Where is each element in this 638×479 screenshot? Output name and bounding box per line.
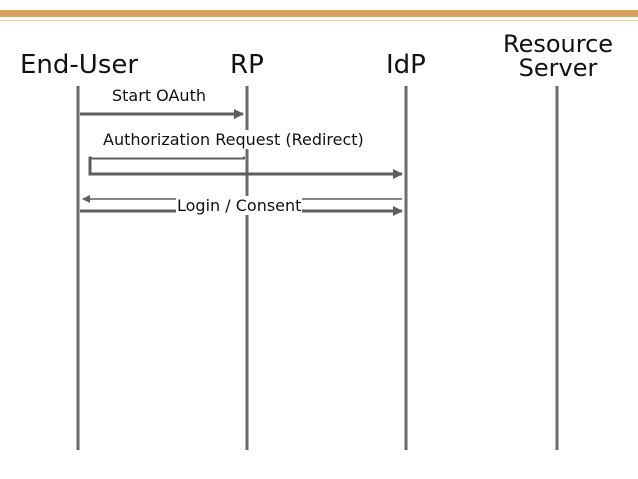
arrow-authorization-redirect (88, 156, 403, 179)
label-start-oauth: Start OAuth (111, 86, 207, 105)
actor-resource-server-line2: Server (518, 54, 598, 82)
label-authorization-request: Authorization Request (Redirect) (102, 130, 365, 149)
actor-resource-server-line1: Resource (502, 30, 614, 58)
actor-resource-server: Resource Server (496, 32, 620, 80)
label-login-consent: Login / Consent (176, 196, 303, 215)
header-accent-line (0, 20, 638, 21)
header-accent-bar (0, 10, 638, 17)
actor-rp: RP (230, 50, 264, 80)
actor-idp: IdP (386, 50, 426, 80)
actor-end-user: End-User (20, 50, 139, 80)
